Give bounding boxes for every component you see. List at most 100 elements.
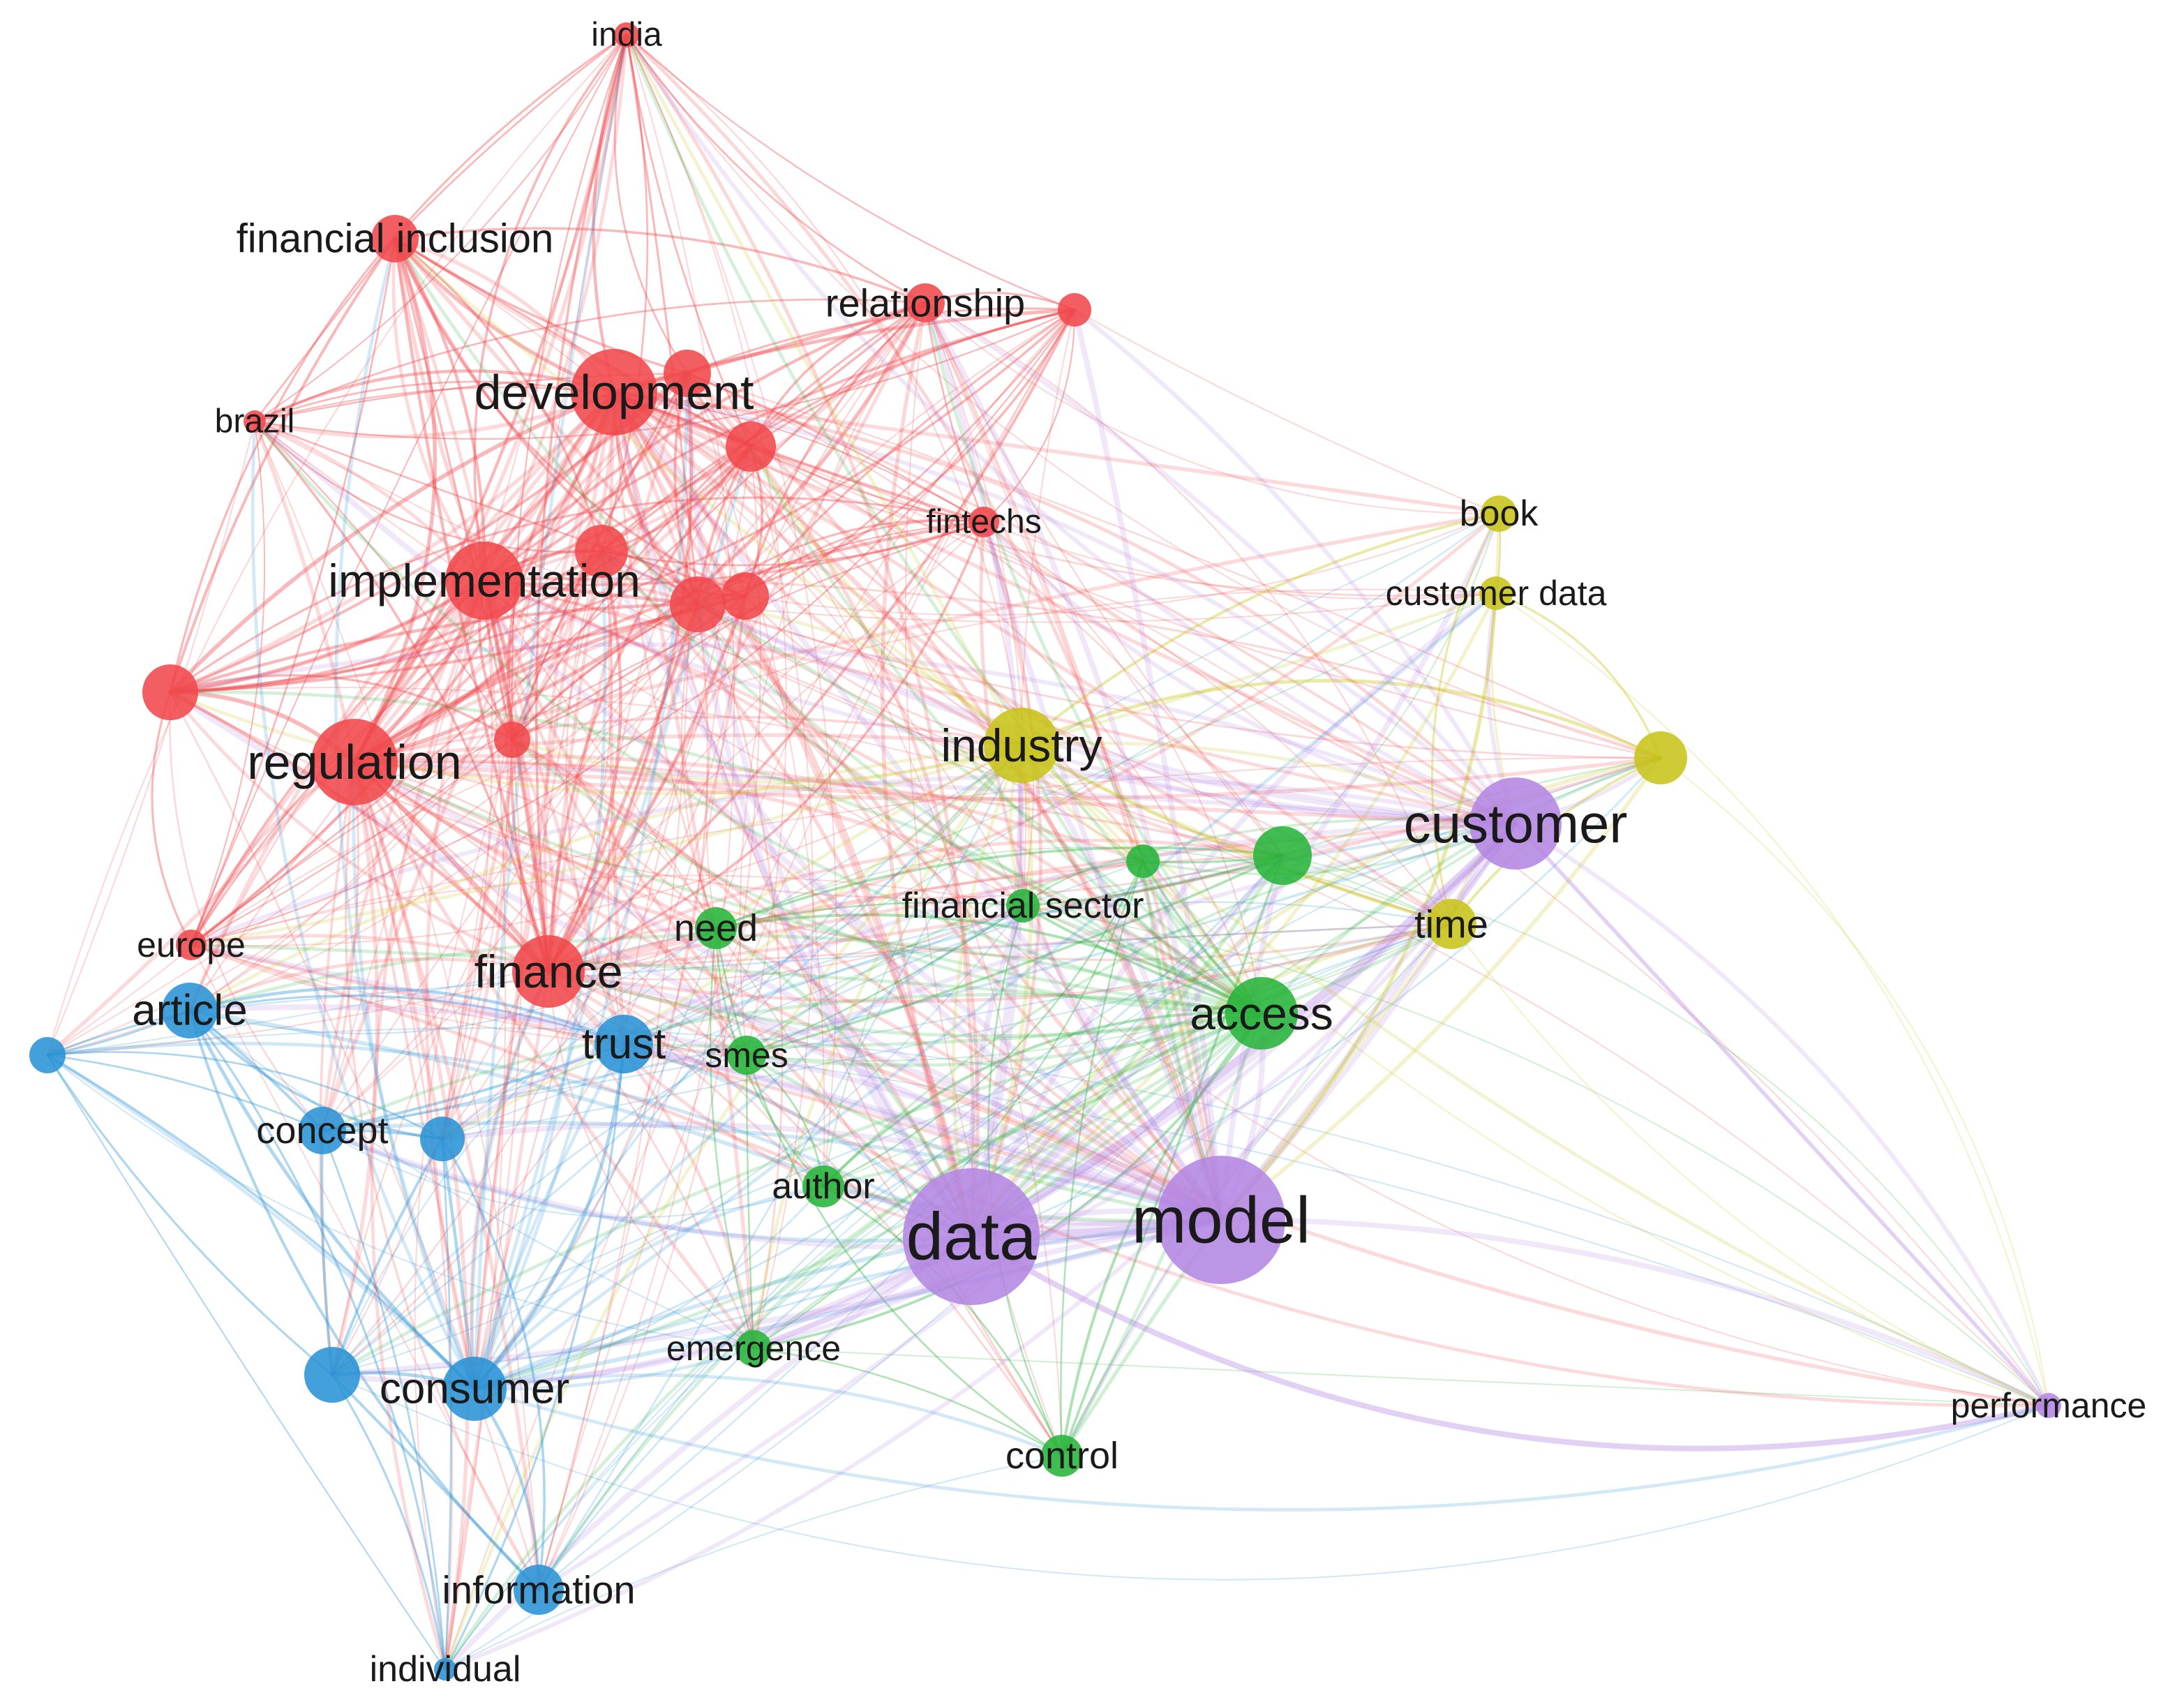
label-individual: individual [370, 1649, 521, 1690]
link-red-node-b-author [687, 373, 825, 1187]
link-need-green-node-b [715, 846, 1284, 930]
link-consumer-trust [472, 1043, 626, 1389]
link-india-yellow-node-a [626, 34, 1661, 759]
link-red-node-h-data [510, 738, 973, 1239]
link-india-red-node-h [511, 33, 628, 741]
node-green-node-b[interactable] [1253, 826, 1312, 885]
link-finance-red-node-d [546, 551, 604, 972]
node-red-node-d[interactable] [575, 525, 628, 578]
link-india-financial-inclusion [394, 33, 628, 240]
node-implementation[interactable] [445, 542, 523, 620]
node-consumer[interactable] [442, 1357, 507, 1421]
node-blue-node-c[interactable] [304, 1347, 360, 1403]
node-red-node-e[interactable] [670, 576, 726, 632]
link-india-red-node-a [625, 33, 1076, 311]
link-book-model [1219, 512, 1501, 1222]
link-fintechs-data [969, 520, 1042, 1239]
node-yellow-node-a[interactable] [1634, 731, 1687, 784]
link-fintechs-finance [547, 521, 985, 973]
link-industry-data [968, 743, 1034, 1239]
node-red-node-f[interactable] [721, 572, 769, 620]
link-regulation-brazil [253, 421, 357, 763]
link-green-node-a-customer [1142, 822, 1517, 876]
node-book[interactable] [1481, 495, 1517, 532]
link-author-customer [822, 822, 1517, 1188]
node-development[interactable] [571, 349, 657, 435]
node-data[interactable] [903, 1168, 1040, 1305]
node-red-node-g[interactable] [142, 664, 198, 720]
link-access-red-node-g [170, 690, 1263, 1015]
node-red-node-a[interactable] [1058, 293, 1091, 327]
link-access-red-node-d [600, 550, 1262, 1015]
link-india-red-node-b [613, 33, 689, 375]
node-industry[interactable] [984, 708, 1059, 783]
node-access[interactable] [1225, 977, 1298, 1050]
node-regulation[interactable] [311, 719, 398, 805]
label-access: access [1190, 987, 1333, 1039]
link-finance-customer [546, 821, 1518, 974]
node-trust[interactable] [594, 1015, 653, 1073]
link-article-individual [188, 1009, 447, 1671]
link-customer-model [1219, 822, 1518, 1221]
node-red-node-h[interactable] [494, 722, 530, 758]
link-data-performance [971, 1216, 2050, 1408]
node-individual[interactable] [434, 1658, 456, 1680]
node-europe[interactable] [176, 930, 207, 960]
node-customer[interactable] [1469, 777, 1562, 870]
label-emergence: emergence [666, 1329, 841, 1368]
link-trust-green-node-a [622, 860, 1144, 1045]
node-article[interactable] [162, 983, 218, 1038]
node-customer-data[interactable] [1479, 576, 1513, 610]
link-europe-trust [190, 944, 624, 1045]
link-financial-inclusion-model [393, 237, 1223, 1222]
link-implementation-relationship [484, 301, 927, 583]
node-author[interactable] [802, 1165, 844, 1207]
node-india[interactable] [614, 22, 639, 47]
link-regulation-individual [353, 761, 454, 1671]
node-brazil[interactable] [244, 410, 266, 433]
link-red-node-h-blue-node-c [331, 738, 514, 1376]
node-finance[interactable] [512, 935, 585, 1008]
link-green-node-b-yellow-node-a [1281, 756, 1662, 857]
node-financial-inclusion[interactable] [371, 215, 419, 262]
link-industry-performance [1020, 744, 2050, 1407]
node-control[interactable] [1041, 1435, 1083, 1477]
node-blue-node-b[interactable] [420, 1117, 465, 1161]
node-model[interactable] [1157, 1156, 1285, 1284]
link-red-node-b-fintechs [686, 372, 985, 523]
node-information[interactable] [514, 1565, 564, 1615]
link-industry-europe [190, 743, 1022, 947]
link-red-node-h-need [511, 739, 717, 929]
node-red-node-b[interactable] [664, 350, 711, 397]
link-customer-relationship [924, 301, 1518, 825]
link-access-europe [190, 943, 1262, 1015]
node-blue-node-a[interactable] [29, 1037, 66, 1073]
node-smes[interactable] [727, 1036, 766, 1075]
node-time[interactable] [1426, 899, 1476, 949]
link-concept-industry [321, 744, 1023, 1132]
link-access-relationship [923, 302, 1263, 1015]
link-india-red-node-c [625, 33, 752, 448]
link-finance-performance [547, 969, 2049, 1408]
link-consumer-financial-inclusion [334, 238, 477, 1389]
node-performance[interactable] [2036, 1393, 2061, 1418]
link-access-financial-inclusion [393, 237, 1263, 1015]
link-access-brazil [253, 420, 1262, 1015]
node-green-node-a[interactable] [1126, 844, 1160, 878]
node-relationship[interactable] [906, 283, 945, 322]
node-need[interactable] [695, 907, 737, 949]
node-emergence[interactable] [735, 1330, 772, 1366]
link-article-emergence [188, 1009, 755, 1350]
link-regulation-smes [353, 761, 748, 1057]
node-financial-sector[interactable] [1006, 889, 1040, 923]
link-blue-node-b-book [442, 513, 1499, 1140]
node-red-node-c[interactable] [726, 422, 776, 472]
link-implementation-blue-node-b [440, 580, 510, 1140]
link-red-node-c-fintechs [749, 445, 985, 523]
node-concept[interactable] [299, 1107, 346, 1154]
link-trust-book [622, 512, 1500, 1045]
link-concept-customer [321, 822, 1517, 1132]
link-model-regulation [353, 759, 1222, 1223]
node-fintechs[interactable] [968, 507, 999, 537]
